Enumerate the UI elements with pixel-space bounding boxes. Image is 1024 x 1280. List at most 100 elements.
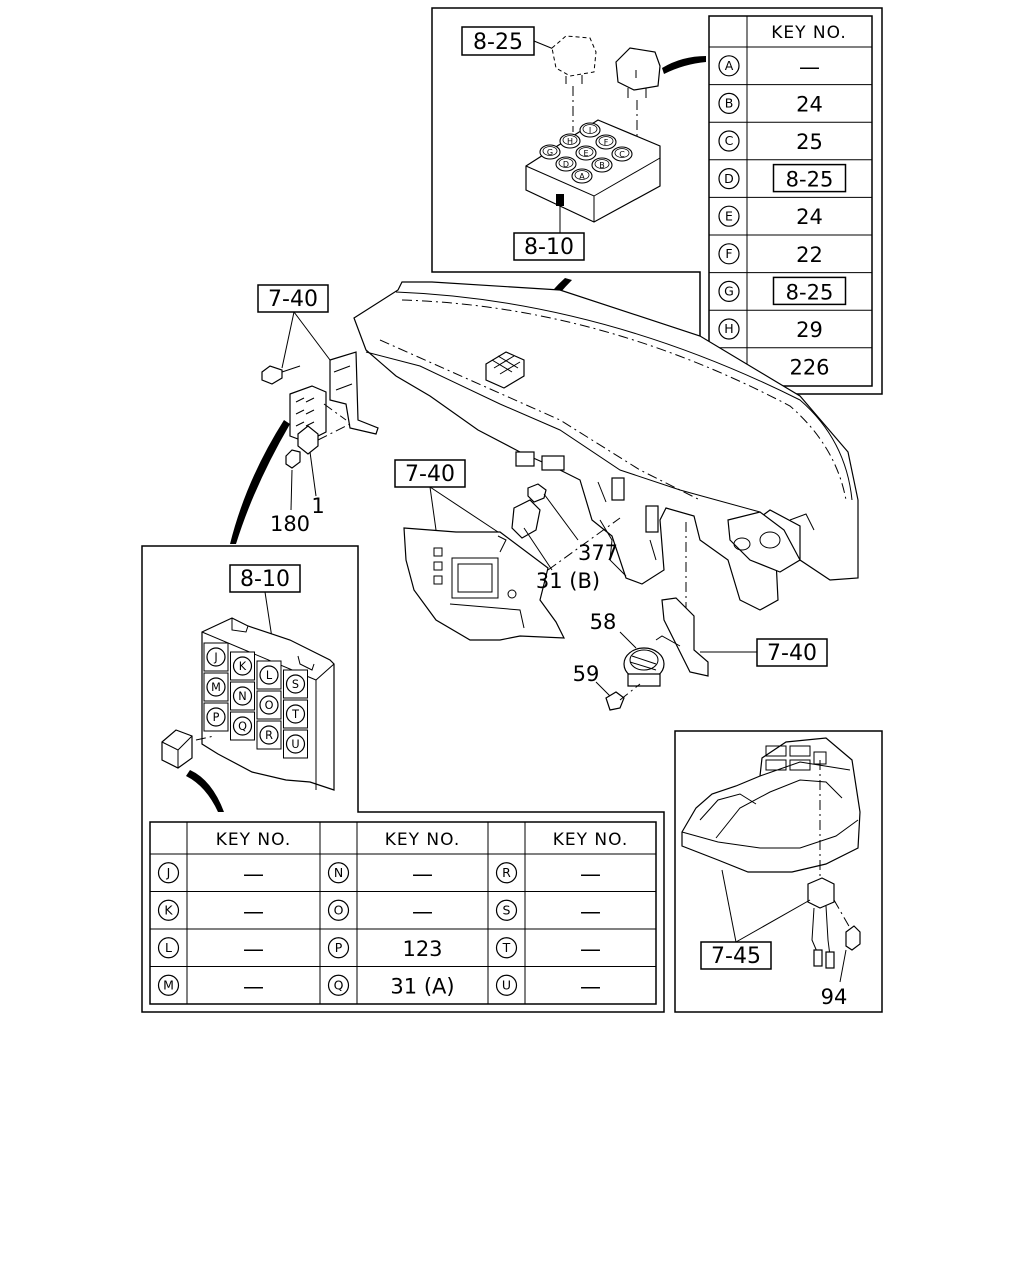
socket-h: H: [559, 133, 581, 149]
bottom-table-value-o: —: [412, 899, 433, 923]
socket-m-icon: M: [206, 677, 226, 697]
socket-n: N: [230, 681, 255, 711]
svg-text:R: R: [502, 865, 511, 880]
top-table-value-c: 25: [796, 130, 823, 154]
relay-dashed-icon: [551, 35, 597, 84]
top-table-value-h: 29: [796, 318, 823, 342]
svg-text:Q: Q: [334, 977, 344, 992]
socket-j-icon: J: [206, 647, 226, 667]
socket-r: R: [256, 720, 282, 750]
key-e-icon: E: [718, 205, 740, 227]
svg-text:K: K: [164, 902, 173, 917]
bottom-table-header-1: KEY NO.: [216, 830, 292, 850]
part-number-buzzer: 58: [590, 610, 617, 634]
part-number-bolt: 180: [270, 512, 310, 536]
svg-text:G: G: [724, 284, 734, 299]
socket-q: Q: [230, 711, 255, 741]
svg-text:J: J: [213, 651, 217, 664]
key-k-icon: K: [157, 899, 180, 921]
part-number-screw: 59: [573, 662, 600, 686]
key-c-icon: C: [718, 130, 740, 152]
svg-text:C: C: [619, 150, 625, 159]
svg-text:A: A: [579, 172, 585, 181]
svg-text:U: U: [502, 977, 511, 992]
socket-r-icon: R: [259, 725, 279, 745]
socket-k-icon: K: [232, 656, 253, 676]
svg-text:M: M: [211, 681, 221, 694]
key-b-icon: B: [718, 92, 740, 115]
ref-box: [772, 276, 847, 306]
socket-g: G: [539, 144, 561, 160]
callout-bracket-right: 7-40: [767, 641, 817, 666]
socket-m: M: [203, 672, 229, 702]
socket-p-icon: P: [206, 707, 226, 727]
svg-text:C: C: [725, 133, 734, 148]
left-bracket-group: 7-40 180 1: [257, 284, 379, 536]
svg-text:G: G: [547, 148, 553, 157]
top-table-value-i: 226: [789, 356, 829, 380]
svg-text:H: H: [567, 137, 573, 146]
socket-k: K: [230, 651, 255, 681]
socket-o-icon: O: [259, 695, 279, 715]
socket-o: O: [256, 690, 282, 720]
socket-f: F: [595, 134, 617, 150]
svg-text:K: K: [239, 660, 247, 673]
svg-text:M: M: [163, 977, 174, 992]
bottom-table-value-p: 123: [402, 937, 442, 961]
socket-l-icon: L: [259, 665, 279, 685]
relay-small-icon: [161, 729, 193, 769]
callout-bracket-center: 7-40: [405, 462, 455, 487]
key-r-icon: R: [495, 862, 518, 884]
bottom-table-value-r: —: [580, 862, 601, 886]
key-h-icon: H: [718, 318, 740, 340]
bottom-table-value-u: —: [580, 974, 601, 998]
relay-solid-icon: [615, 47, 661, 98]
key-m-icon: M: [157, 974, 180, 996]
svg-text:O: O: [265, 699, 274, 712]
bottom-table-value-q: 31 (A): [390, 974, 454, 998]
instrument-panel-assembly: [353, 281, 859, 611]
socket-u-icon: U: [285, 734, 306, 754]
key-j-icon: J: [157, 862, 180, 884]
socket-d: D: [555, 156, 577, 172]
socket-l: L: [256, 660, 282, 690]
part-number-module: 31 (B): [536, 569, 600, 593]
svg-text:Q: Q: [238, 720, 247, 733]
top-table-value-b: 24: [796, 92, 823, 116]
part-number-nut: 377: [578, 541, 618, 565]
svg-text:I: I: [589, 126, 591, 135]
top-table-value-a: —: [799, 55, 820, 79]
svg-text:H: H: [724, 321, 733, 336]
socket-t: T: [283, 699, 308, 729]
key-o-icon: O: [327, 899, 350, 921]
svg-text:P: P: [335, 940, 343, 955]
part-number-harness: 94: [821, 985, 848, 1009]
socket-i: I: [579, 122, 601, 138]
key-u-icon: U: [495, 974, 518, 996]
callout-console: 7-45: [711, 944, 761, 969]
top-table-value-f: 22: [796, 243, 823, 267]
part-number-relay-small: 1: [311, 494, 324, 518]
socket-q-icon: Q: [232, 716, 253, 736]
socket-a: A: [571, 168, 593, 184]
key-f-icon: F: [718, 243, 740, 265]
callout-relay-block-top: 8-10: [524, 235, 574, 260]
key-s-icon: S: [495, 899, 518, 921]
svg-text:L: L: [165, 940, 172, 955]
bottom-table-value-m: —: [243, 974, 264, 998]
svg-text:S: S: [503, 902, 511, 917]
svg-text:R: R: [265, 729, 273, 742]
top-table-header: KEY NO.: [771, 23, 847, 43]
bottom-table-value-n: —: [412, 862, 433, 886]
socket-j: J: [203, 642, 229, 672]
socket-s-icon: S: [285, 674, 306, 694]
callout-relay-top: 8-25: [473, 30, 523, 55]
socket-s: S: [283, 669, 308, 699]
callout-bracket-left: 7-40: [268, 287, 318, 312]
key-n-icon: N: [327, 862, 350, 884]
